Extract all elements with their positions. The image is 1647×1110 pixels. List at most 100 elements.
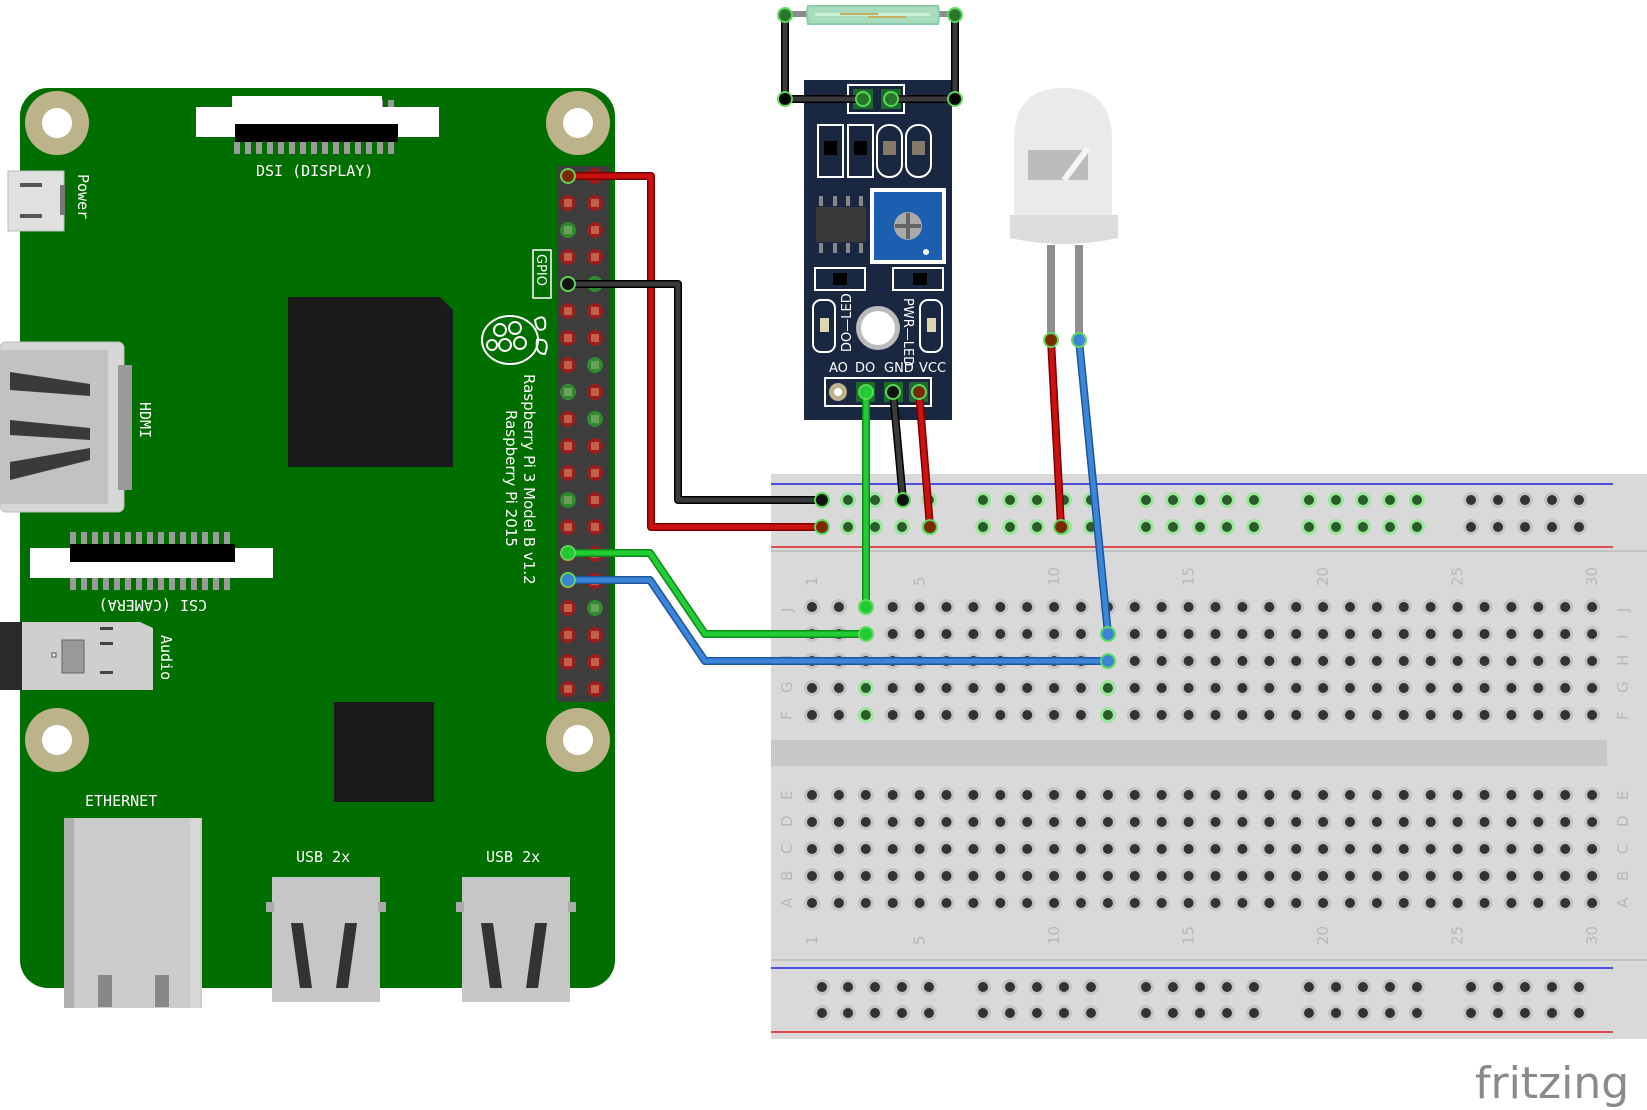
breadboard-hole[interactable]: [1207, 787, 1224, 803]
breadboard-hole[interactable]: [1503, 814, 1520, 830]
breadboard-hole[interactable]: [1544, 492, 1560, 508]
breadboard-hole[interactable]: [1449, 599, 1466, 615]
breadboard-hole[interactable]: [1584, 626, 1601, 642]
breadboard-hole[interactable]: [1192, 979, 1208, 995]
breadboard-hole[interactable]: [1315, 814, 1332, 830]
breadboard-hole[interactable]: [992, 814, 1009, 830]
breadboard-hole[interactable]: [965, 787, 982, 803]
breadboard-hole[interactable]: [1056, 979, 1072, 995]
breadboard-hole[interactable]: [1207, 895, 1224, 911]
breadboard-hole[interactable]: [911, 626, 928, 642]
breadboard-hole[interactable]: [1571, 492, 1587, 508]
breadboard-hole[interactable]: [1192, 492, 1208, 508]
breadboard-hole[interactable]: [1099, 841, 1116, 857]
breadboard-hole[interactable]: [1301, 519, 1317, 535]
breadboard-hole[interactable]: [1530, 868, 1547, 884]
breadboard-hole[interactable]: [1288, 895, 1305, 911]
breadboard-hole[interactable]: [1126, 868, 1143, 884]
breadboard-hole[interactable]: [1530, 653, 1547, 669]
breadboard-hole[interactable]: [1165, 979, 1181, 995]
breadboard-hole[interactable]: [1261, 787, 1278, 803]
breadboard-hole[interactable]: [857, 868, 874, 884]
breadboard-hole[interactable]: [1029, 979, 1045, 995]
breadboard-hole[interactable]: [1002, 979, 1018, 995]
breadboard-hole[interactable]: [992, 626, 1009, 642]
breadboard-hole[interactable]: [1029, 492, 1045, 508]
breadboard-hole[interactable]: [1490, 1005, 1506, 1021]
breadboard-hole[interactable]: [1261, 626, 1278, 642]
wire-endpoint[interactable]: [858, 599, 874, 615]
wire-endpoint[interactable]: [885, 384, 901, 400]
breadboard-hole[interactable]: [1288, 814, 1305, 830]
breadboard-hole[interactable]: [1153, 868, 1170, 884]
wire-endpoint[interactable]: [1100, 626, 1116, 642]
breadboard-hole[interactable]: [1126, 653, 1143, 669]
breadboard-hole[interactable]: [1315, 626, 1332, 642]
breadboard-hole[interactable]: [804, 599, 820, 615]
breadboard-hole[interactable]: [1328, 1005, 1344, 1021]
breadboard-hole[interactable]: [1029, 519, 1045, 535]
breadboard-hole[interactable]: [1557, 814, 1574, 830]
breadboard-hole[interactable]: [1503, 841, 1520, 857]
breadboard-hole[interactable]: [1234, 707, 1251, 723]
breadboard-hole[interactable]: [1571, 1005, 1587, 1021]
breadboard-hole[interactable]: [1234, 841, 1251, 857]
black-gnd-wire[interactable]: [564, 280, 826, 504]
breadboard-hole[interactable]: [1463, 979, 1479, 995]
breadboard-hole[interactable]: [1288, 707, 1305, 723]
breadboard-hole[interactable]: [1571, 519, 1587, 535]
breadboard-hole[interactable]: [1530, 895, 1547, 911]
breadboard-hole[interactable]: [1261, 707, 1278, 723]
breadboard-hole[interactable]: [1409, 492, 1425, 508]
breadboard-hole[interactable]: [1449, 680, 1466, 696]
breadboard-hole[interactable]: [1422, 787, 1439, 803]
breadboard-hole[interactable]: [840, 979, 856, 995]
breadboard-hole[interactable]: [1019, 599, 1036, 615]
wire-endpoint[interactable]: [883, 91, 899, 107]
breadboard-hole[interactable]: [1395, 787, 1412, 803]
breadboard-hole[interactable]: [1557, 841, 1574, 857]
breadboard-hole[interactable]: [938, 841, 955, 857]
breadboard-hole[interactable]: [1046, 787, 1063, 803]
breadboard-hole[interactable]: [938, 814, 955, 830]
breadboard-hole[interactable]: [1449, 868, 1466, 884]
breadboard-hole[interactable]: [1395, 680, 1412, 696]
breadboard-hole[interactable]: [1288, 868, 1305, 884]
breadboard-hole[interactable]: [1342, 680, 1358, 696]
breadboard-hole[interactable]: [1328, 979, 1344, 995]
breadboard-hole[interactable]: [1219, 492, 1235, 508]
breadboard-hole[interactable]: [1180, 787, 1197, 803]
breadboard-hole[interactable]: [1476, 680, 1493, 696]
breadboard-hole[interactable]: [1449, 841, 1466, 857]
breadboard-hole[interactable]: [1395, 868, 1412, 884]
breadboard-hole[interactable]: [857, 680, 874, 696]
breadboard-hole[interactable]: [1180, 868, 1197, 884]
breadboard-hole[interactable]: [894, 519, 910, 535]
breadboard-hole[interactable]: [938, 707, 955, 723]
breadboard-hole[interactable]: [1301, 979, 1317, 995]
breadboard-hole[interactable]: [1315, 599, 1332, 615]
breadboard-hole[interactable]: [1180, 841, 1197, 857]
breadboard-hole[interactable]: [884, 599, 901, 615]
breadboard-hole[interactable]: [1382, 492, 1398, 508]
breadboard-hole[interactable]: [1046, 707, 1063, 723]
breadboard-hole[interactable]: [1261, 653, 1278, 669]
breadboard-hole[interactable]: [1192, 1005, 1208, 1021]
breadboard-hole[interactable]: [1261, 868, 1278, 884]
breadboard-hole[interactable]: [1449, 787, 1466, 803]
breadboard-hole[interactable]: [1517, 492, 1533, 508]
breadboard-hole[interactable]: [840, 519, 856, 535]
breadboard-hole[interactable]: [1002, 492, 1018, 508]
breadboard-hole[interactable]: [830, 841, 847, 857]
wire-endpoint[interactable]: [560, 545, 576, 561]
breadboard-hole[interactable]: [1530, 814, 1547, 830]
breadboard-hole[interactable]: [1315, 787, 1332, 803]
breadboard-hole[interactable]: [1046, 868, 1063, 884]
breadboard-hole[interactable]: [1476, 599, 1493, 615]
breadboard-hole[interactable]: [1422, 895, 1439, 911]
breadboard-hole[interactable]: [1382, 519, 1398, 535]
breadboard-hole[interactable]: [1019, 814, 1036, 830]
breadboard-hole[interactable]: [1342, 653, 1358, 669]
breadboard-hole[interactable]: [1002, 1005, 1018, 1021]
breadboard-hole[interactable]: [1073, 626, 1089, 642]
